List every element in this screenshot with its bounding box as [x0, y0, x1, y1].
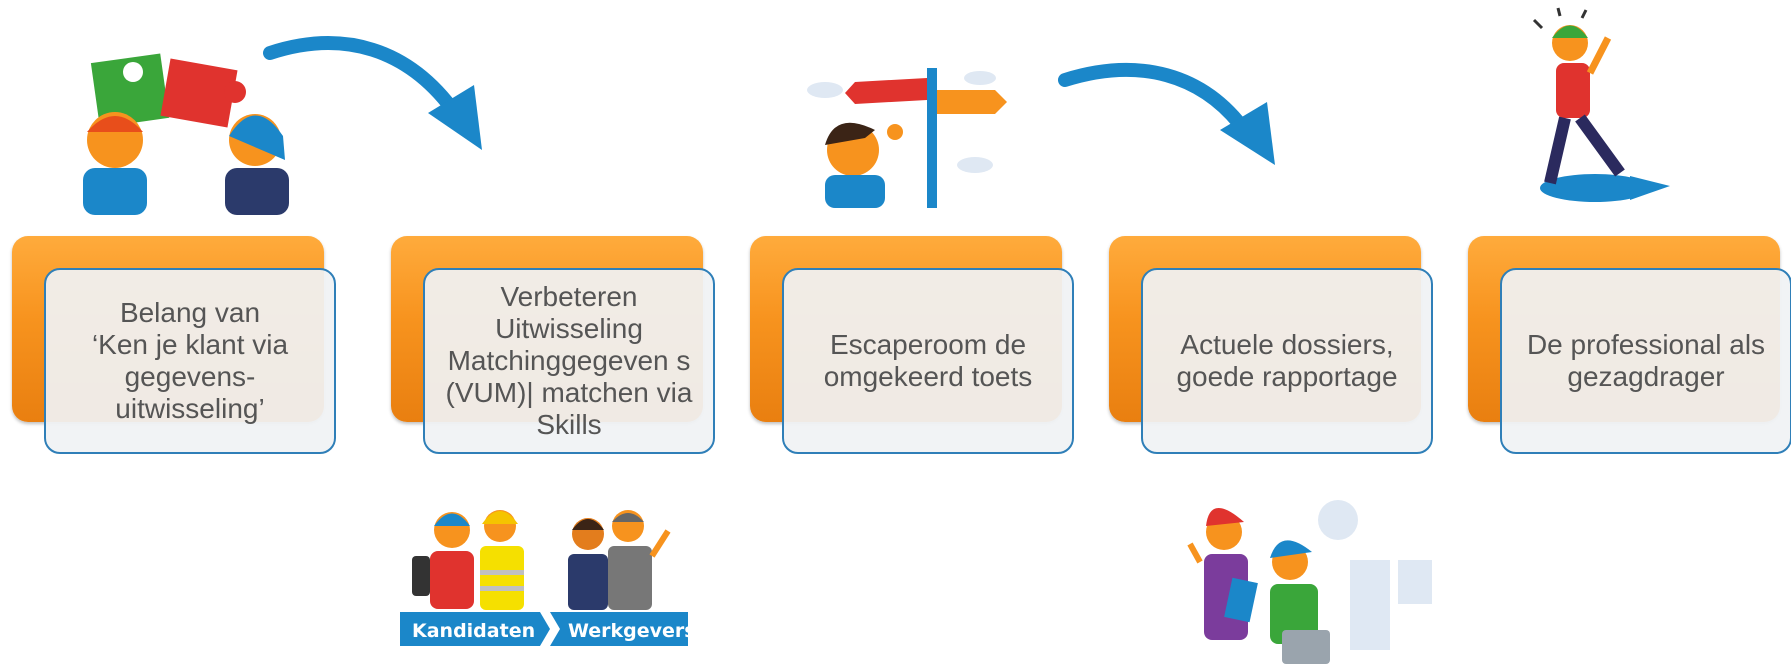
step-1-card: Belang van ‘Ken je klant via gegevens- u…	[44, 268, 336, 454]
step-5-card: De professional als gezagdrager	[1500, 268, 1791, 454]
signpost-person-illustration	[807, 68, 1007, 208]
step-box-4: Actuele dossiers, goede rapportage	[1109, 236, 1439, 466]
step-5-text: De professional als gezagdrager	[1526, 329, 1766, 392]
step-box-3: Escaperoom de omgekeerd toets	[750, 236, 1080, 466]
logo-label-werkgevers: Werkgevers	[568, 620, 696, 642]
step-box-2: Verbeteren Uitwisseling Matchinggegeven …	[391, 236, 721, 466]
step-2-text: Verbeteren Uitwisseling Matchinggegeven …	[445, 281, 693, 440]
step-4-card: Actuele dossiers, goede rapportage	[1141, 268, 1433, 454]
people-with-laptop-illustration	[1187, 500, 1432, 664]
step-box-1: Belang van ‘Ken je klant via gegevens- u…	[12, 236, 342, 466]
candidates-employers-logo: Kandidaten Werkgevers	[400, 510, 696, 646]
step-3-text: Escaperoom de omgekeerd toets	[823, 329, 1033, 392]
logo-label-kandidaten: Kandidaten	[412, 620, 535, 642]
step-4-text: Actuele dossiers, goede rapportage	[1176, 329, 1398, 392]
step-box-5: De professional als gezagdrager	[1468, 236, 1791, 466]
walking-person-illustration	[1532, 7, 1670, 202]
step-2-card: Verbeteren Uitwisseling Matchinggegeven …	[423, 268, 715, 454]
step-3-card: Escaperoom de omgekeerd toets	[782, 268, 1074, 454]
curved-arrow-1-icon	[263, 36, 482, 150]
puzzle-people-illustration	[83, 53, 289, 215]
step-1-text: Belang van ‘Ken je klant via gegevens- u…	[91, 297, 289, 424]
curved-arrow-2-icon	[1058, 63, 1275, 165]
